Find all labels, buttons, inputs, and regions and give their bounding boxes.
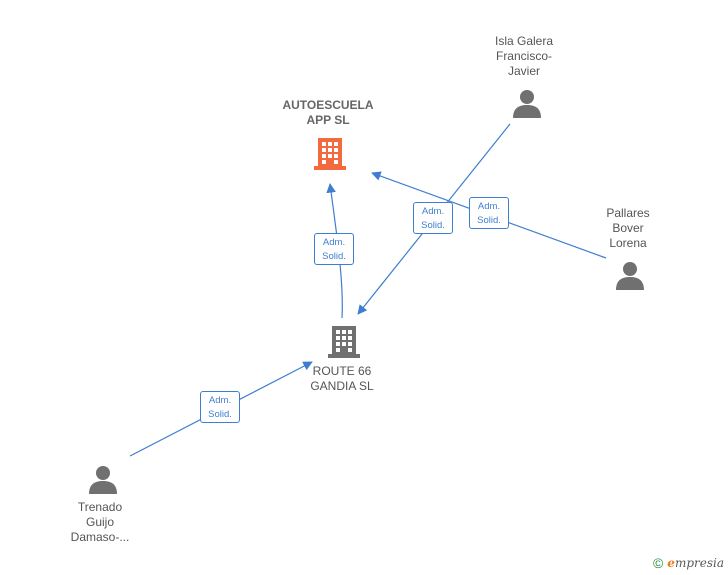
node-trenado-label[interactable]: Trenado Guijo Damaso-... xyxy=(50,500,150,545)
building-icon[interactable] xyxy=(314,136,346,170)
edge-badge-role: Adm. xyxy=(208,395,232,406)
edge-badge-isla-route66[interactable]: Adm. Solid. xyxy=(413,202,453,234)
edge-badge-role-detail: Solid. xyxy=(477,215,501,226)
person-icon[interactable] xyxy=(88,464,118,494)
node-trenado-name-line2: Guijo xyxy=(85,515,114,529)
person-icon[interactable] xyxy=(512,88,542,118)
edge-badge-role: Adm. xyxy=(322,237,346,248)
brand-logo[interactable]: empresia xyxy=(667,556,724,570)
node-autoescuela-name-line1: AUTOESCUELA xyxy=(282,98,374,112)
node-route66-label[interactable]: ROUTE 66 GANDIA SL xyxy=(292,364,392,394)
edge-badge-route66-autoescuela[interactable]: Adm. Solid. xyxy=(314,233,354,265)
edge-badge-pallares-autoescuela[interactable]: Adm. Solid. xyxy=(469,197,509,229)
person-icon[interactable] xyxy=(615,260,645,290)
node-isla-name-line1: Isla Galera xyxy=(494,34,554,48)
node-pallares-label[interactable]: Pallares Bover Lorena xyxy=(578,206,678,251)
node-route66-name-line2: GANDIA SL xyxy=(310,379,374,393)
copyright-icon: © xyxy=(652,555,664,571)
node-pallares-name-line1: Pallares xyxy=(606,206,650,220)
edge-badge-trenado-route66[interactable]: Adm. Solid. xyxy=(200,391,240,423)
node-trenado-name-line1: Trenado xyxy=(77,500,123,514)
brand-initial: e xyxy=(667,556,675,570)
node-pallares-name-line3: Lorena xyxy=(609,236,647,250)
node-autoescuela-label[interactable]: AUTOESCUELA APP SL xyxy=(268,98,388,128)
edge-badge-role-detail: Solid. xyxy=(322,251,346,262)
node-trenado-name-line3: Damaso-... xyxy=(70,530,130,544)
node-pallares-name-line2: Bover xyxy=(612,221,644,235)
node-autoescuela-name-line2: APP SL xyxy=(306,113,350,127)
building-icon[interactable] xyxy=(328,324,360,358)
node-isla-name-line2: Francisco- xyxy=(495,49,552,63)
brand-name: mpresia xyxy=(674,556,724,570)
edge-badge-role: Adm. xyxy=(421,206,445,217)
edge-badge-role-detail: Solid. xyxy=(421,220,445,231)
edge-badge-role: Adm. xyxy=(477,201,501,212)
node-route66-name-line1: ROUTE 66 xyxy=(312,364,372,378)
edge-badge-role-detail: Solid. xyxy=(208,409,232,420)
node-isla-name-line3: Javier xyxy=(507,64,540,78)
node-isla-label[interactable]: Isla Galera Francisco- Javier xyxy=(474,34,574,79)
footer-brand: © empresia xyxy=(653,555,724,571)
